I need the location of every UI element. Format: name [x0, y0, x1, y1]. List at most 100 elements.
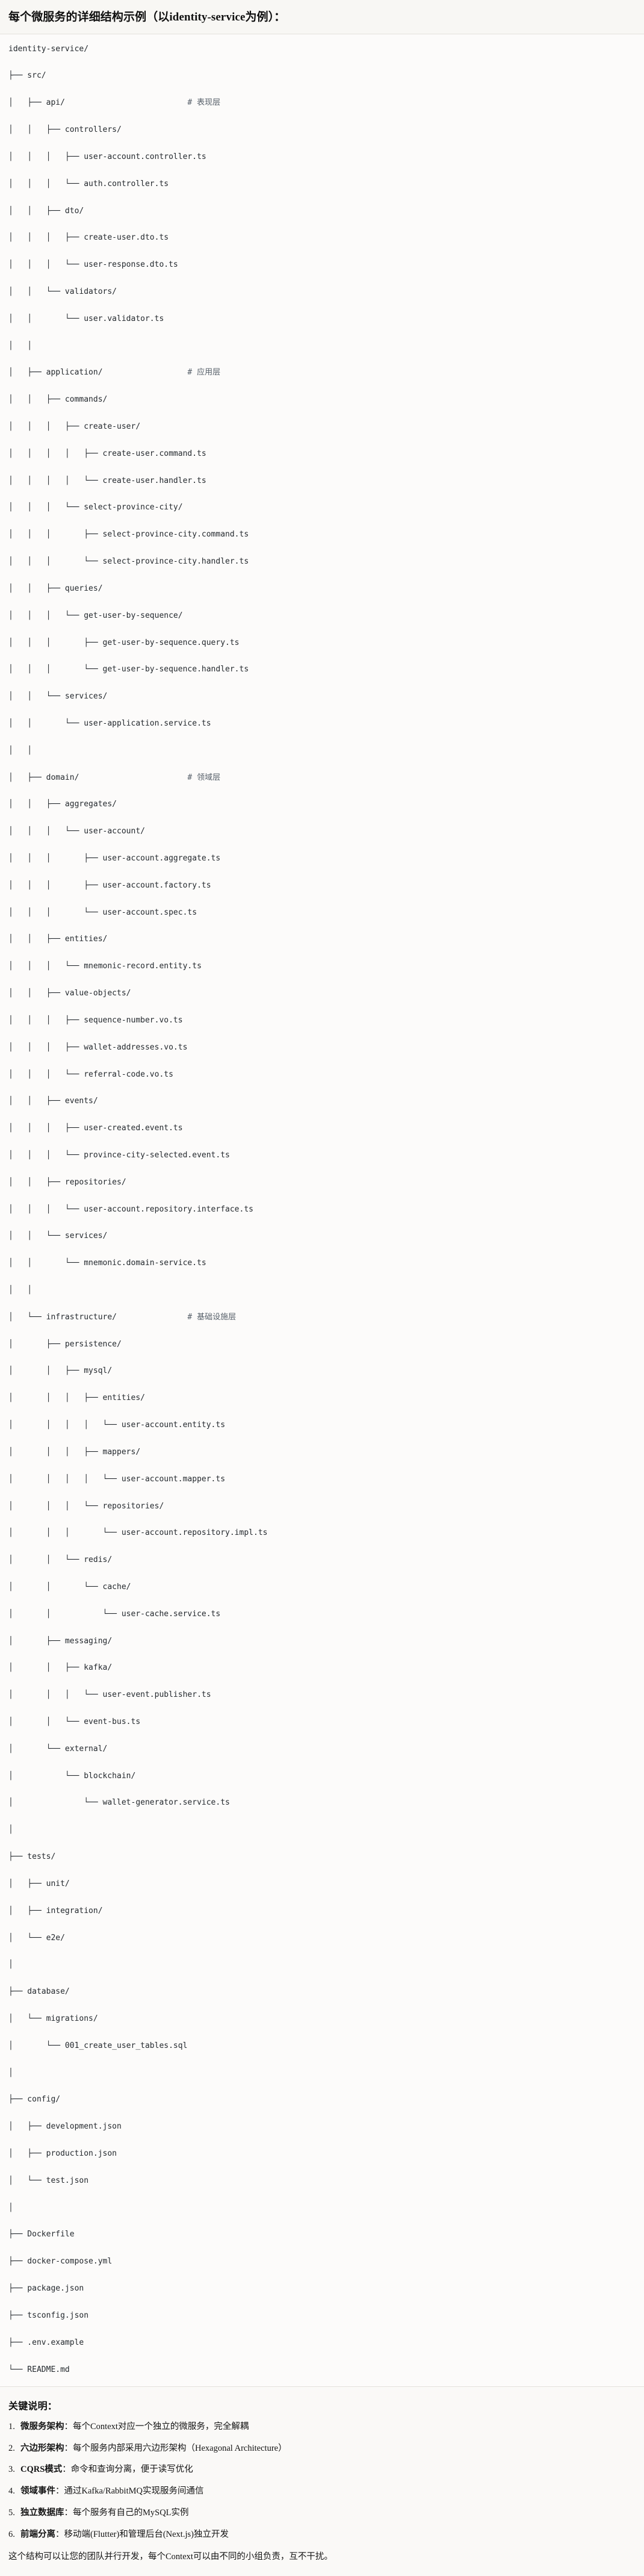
tree-line-comment: # 基础设施层 — [187, 1312, 237, 1322]
tree-line: │ └── external/ — [8, 1744, 108, 1753]
tree-line: │ │ │ └── user-account/ — [8, 827, 145, 836]
tree-line: │ ├── persistence/ — [8, 1339, 122, 1349]
tree-line: │ │ │ ├── user-account.factory.ts — [8, 880, 211, 890]
tree-line: identity-service/ — [8, 44, 89, 54]
tree-line: │ ├── unit/ — [8, 1879, 70, 1888]
tree-line: │ │ └── services/ — [8, 1231, 108, 1241]
tree-line: │ — [8, 2068, 13, 2077]
key-note-term: 前端分离 — [20, 2529, 55, 2539]
tree-line: │ ├── development.json — [8, 2122, 122, 2132]
tree-line: │ — [8, 1825, 13, 1835]
tree-line: │ │ │ ├── get-user-by-sequence.query.ts — [8, 638, 240, 647]
tree-line: │ │ │ │ └── create-user.handler.ts — [8, 476, 206, 485]
tree-line-path: │ ├── application/ — [8, 368, 188, 378]
key-note-term: CQRS模式 — [20, 2465, 63, 2475]
key-note-description: 移动端(Flutter)和管理后台(Next.js)独立开发 — [64, 2529, 229, 2539]
tree-line: │ └── wallet-generator.service.ts — [8, 1798, 230, 1808]
tree-line: │ — [8, 2203, 13, 2212]
tree-line: │ ├── api/ # 表现层 — [8, 96, 636, 110]
tree-line: │ │ │ └── select-province-city.handler.t… — [8, 557, 249, 567]
tree-line: ├── Dockerfile — [8, 2230, 75, 2239]
tree-line: │ ├── application/ # 应用层 — [8, 366, 636, 379]
tree-line: │ │ ├── mysql/ — [8, 1366, 113, 1376]
tree-line: │ │ ├── events/ — [8, 1097, 98, 1106]
tree-line: │ ├── messaging/ — [8, 1636, 113, 1646]
tree-line: │ │ │ ├── user-account.aggregate.ts — [8, 854, 221, 863]
key-notes-title: 关键说明： — [8, 2401, 58, 2412]
tree-line: ├── docker-compose.yml — [8, 2257, 113, 2266]
key-note-item: 微服务架构：每个Context对应一个独立的微服务，完全解耦 — [8, 2421, 636, 2434]
key-notes-list: 微服务架构：每个Context对应一个独立的微服务，完全解耦六边形架构：每个服务… — [8, 2421, 636, 2542]
tree-line: │ │ └── services/ — [8, 692, 108, 702]
tree-line: ├── package.json — [8, 2284, 84, 2294]
key-notes-section: 关键说明： 微服务架构：每个Context对应一个独立的微服务，完全解耦六边形架… — [0, 2386, 644, 2576]
tree-line: ├── tests/ — [8, 1852, 56, 1862]
tree-line: │ │ ├── controllers/ — [8, 125, 122, 135]
tree-line: │ │ └── user-application.service.ts — [8, 718, 211, 728]
key-note-description: 通过Kafka/RabbitMQ实现服务间通信 — [64, 2486, 204, 2497]
directory-tree: identity-service/ ├── src/ │ ├── api/ # … — [8, 43, 636, 2377]
key-note-term: 六边形架构 — [20, 2443, 64, 2453]
tree-line: │ │ ├── dto/ — [8, 206, 84, 216]
tree-line: │ │ │ │ ├── create-user.command.ts — [8, 449, 206, 458]
tree-line: │ │ ├── commands/ — [8, 395, 108, 405]
closing-paragraph: 这个结构可以让您的团队并行开发，每个Context可以由不同的小组负责，互不干扰… — [8, 2552, 333, 2562]
key-note-term: 领域事件 — [20, 2486, 55, 2497]
tree-line: │ │ └── cache/ — [8, 1582, 131, 1591]
key-note-description: 每个服务内部采用六边形架构（Hexagonal Architecture） — [73, 2443, 287, 2453]
key-note-item: 领域事件：通过Kafka/RabbitMQ实现服务间通信 — [8, 2485, 636, 2498]
key-note-item: 六边形架构：每个服务内部采用六边形架构（Hexagonal Architectu… — [8, 2442, 636, 2456]
tree-line: │ └── blockchain/ — [8, 1771, 136, 1781]
key-note-item: 独立数据库：每个服务有自己的MySQL实例 — [8, 2507, 636, 2520]
tree-line: │ │ │ ├── create-user.dto.ts — [8, 233, 169, 243]
tree-line: │ │ │ └── user-event.publisher.ts — [8, 1690, 211, 1700]
tree-line: │ │ │ └── user-account.repository.interf… — [8, 1204, 253, 1214]
directory-tree-block: identity-service/ ├── src/ │ ├── api/ # … — [0, 34, 644, 2387]
tree-line: │ │ ├── aggregates/ — [8, 800, 117, 809]
key-note-description: 命令和查询分离，便于读写优化 — [70, 2465, 193, 2475]
tree-line: │ │ └── redis/ — [8, 1555, 113, 1565]
tree-line: │ │ — [8, 745, 33, 755]
tree-line: │ │ │ ├── mappers/ — [8, 1447, 141, 1457]
tree-line: ├── .env.example — [8, 2338, 84, 2347]
tree-line: └── README.md — [8, 2365, 70, 2374]
tree-line: │ │ │ ├── create-user/ — [8, 422, 141, 432]
tree-line: │ ├── integration/ — [8, 1906, 103, 1915]
key-note-separator: ： — [62, 2465, 71, 2475]
tree-line: │ │ — [8, 341, 33, 350]
tree-line: │ │ └── validators/ — [8, 287, 117, 296]
tree-line: │ │ │ └── user-account.repository.impl.t… — [8, 1528, 268, 1538]
tree-line: │ │ │ └── user-response.dto.ts — [8, 260, 178, 270]
tree-line-comment: # 领域层 — [187, 773, 221, 782]
tree-line: │ │ │ └── select-province-city/ — [8, 503, 183, 512]
tree-line: │ │ └── user-cache.service.ts — [8, 1609, 221, 1619]
tree-line: │ │ │ └── user-account.spec.ts — [8, 907, 197, 917]
tree-line: │ └── test.json — [8, 2176, 89, 2185]
tree-line: │ │ ├── entities/ — [8, 935, 108, 944]
key-note-item: 前端分离：移动端(Flutter)和管理后台(Next.js)独立开发 — [8, 2528, 636, 2542]
tree-line: │ └── e2e/ — [8, 1933, 65, 1943]
key-note-term: 独立数据库 — [20, 2507, 64, 2518]
tree-line-path: │ ├── domain/ — [8, 773, 188, 782]
key-note-item: CQRS模式：命令和查询分离，便于读写优化 — [8, 2463, 636, 2477]
key-note-separator: ： — [55, 2486, 64, 2497]
tree-line: │ └── infrastructure/ # 基础设施层 — [8, 1311, 636, 1324]
key-note-separator: ： — [64, 2507, 73, 2518]
tree-line: │ │ │ └── province-city-selected.event.t… — [8, 1150, 230, 1160]
tree-line: │ │ │ │ └── user-account.entity.ts — [8, 1420, 226, 1430]
tree-line: │ │ — [8, 1286, 33, 1295]
tree-line: │ │ │ └── get-user-by-sequence.handler.t… — [8, 665, 249, 674]
tree-line-comment: # 表现层 — [187, 98, 221, 108]
key-note-separator: ： — [55, 2529, 64, 2539]
tree-line: │ │ └── mnemonic.domain-service.ts — [8, 1258, 206, 1268]
tree-line: │ │ │ ├── wallet-addresses.vo.ts — [8, 1042, 188, 1052]
tree-line: │ │ │ ├── user-created.event.ts — [8, 1124, 183, 1133]
tree-line: │ │ │ ├── select-province-city.command.t… — [8, 530, 249, 540]
tree-line-path: │ └── infrastructure/ — [8, 1312, 188, 1322]
tree-line: │ └── 001_create_user_tables.sql — [8, 2041, 188, 2050]
tree-line: ├── config/ — [8, 2095, 61, 2105]
tree-line-comment: # 应用层 — [187, 368, 221, 378]
key-note-description: 每个服务有自己的MySQL实例 — [73, 2507, 189, 2518]
tree-line: │ │ │ ├── user-account.controller.ts — [8, 152, 206, 161]
